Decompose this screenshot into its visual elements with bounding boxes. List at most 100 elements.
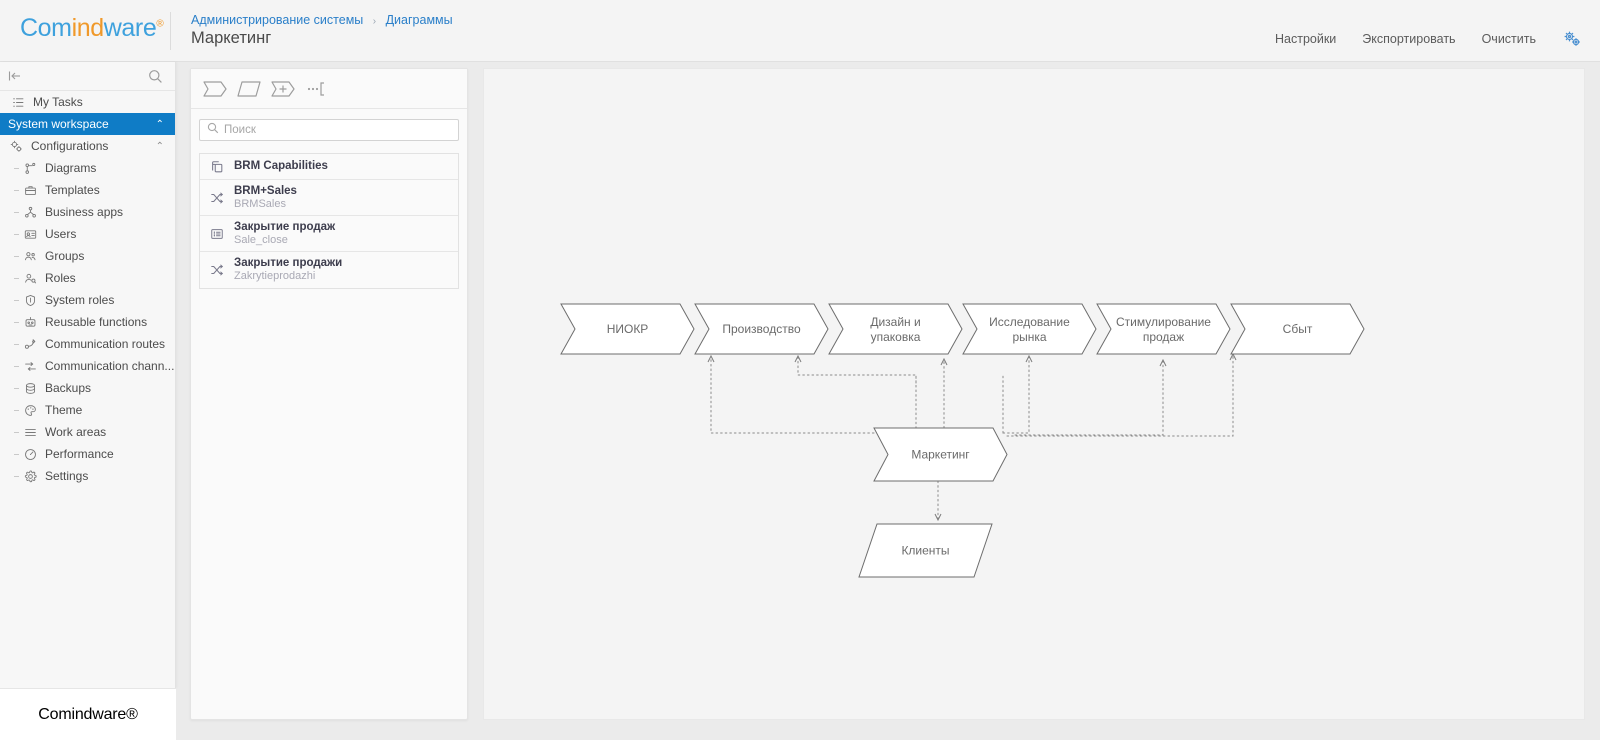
diagram-edge[interactable] (794, 354, 917, 384)
sidebar-item-my-tasks[interactable]: My Tasks (0, 91, 175, 113)
sidebar-item-label: Configurations (31, 139, 109, 153)
sidebar-search-bar (0, 62, 175, 91)
diagram-node[interactable]: Производство (694, 303, 829, 355)
palette-item-title: Закрытие продаж (234, 221, 336, 234)
diagram-edge[interactable] (1006, 352, 1237, 437)
sidebar-item-backups[interactable]: Backups (0, 377, 175, 399)
node-label: Дизайн и (870, 315, 920, 329)
tasks-icon (10, 95, 26, 109)
theme-icon (22, 403, 38, 417)
page-title: Маркетинг (191, 29, 272, 47)
node-label: Клиенты (901, 544, 949, 558)
node-shape (858, 523, 993, 578)
node-label: НИОКР (607, 322, 649, 336)
breadcrumb-current[interactable]: Диаграммы (385, 13, 453, 27)
palette-item-title: BRM Capabilities (234, 160, 328, 173)
node-label: Производство (722, 322, 801, 336)
collapse-left-icon[interactable] (8, 70, 22, 84)
sidebar-item-system-workspace[interactable]: System workspace⌃ (0, 113, 175, 135)
more-tool[interactable] (307, 81, 327, 97)
node-shape (873, 427, 1008, 482)
diagram-svg: НИОКР Производство Дизайн иупаковкаИсследо… (560, 303, 1365, 578)
top-header: Comindware® Администрирование системы › … (0, 0, 1600, 62)
search-input[interactable] (224, 124, 451, 136)
settings-link[interactable]: Настройки (1275, 32, 1337, 46)
sidebar-item-roles[interactable]: Roles (0, 267, 175, 289)
settings-icon (22, 469, 38, 483)
sidebar-item-label: Communication chann... (45, 359, 175, 373)
sidebar-footer: Comindware® (0, 688, 176, 740)
sidebar-item-communication-chann[interactable]: Communication chann... (0, 355, 175, 377)
backups-icon (22, 381, 38, 395)
breadcrumb-parent[interactable]: Администрирование системы (191, 13, 364, 27)
sidebar-item-label: Roles (45, 271, 76, 285)
parallelogram-shape-tool[interactable] (237, 80, 261, 97)
sidebar-item-groups[interactable]: Groups (0, 245, 175, 267)
diagram-edge[interactable] (1002, 354, 1033, 434)
search-icon (207, 121, 219, 139)
sidebar-item-communication-routes[interactable]: Communication routes (0, 333, 175, 355)
sidebar-item-diagrams[interactable]: Diagrams (0, 157, 175, 179)
chevron-up-icon[interactable]: ⌃ (155, 141, 164, 152)
diagram-edge[interactable] (707, 354, 875, 434)
process-icon (208, 191, 226, 205)
diagram-node[interactable]: Сбыт (1230, 303, 1365, 355)
chevron-up-icon[interactable]: ⌃ (155, 119, 164, 130)
sidebar-item-business-apps[interactable]: Business apps (0, 201, 175, 223)
diagram-node[interactable]: Маркетинг (873, 427, 1008, 482)
footer-brand-logo[interactable]: Comindware® (38, 705, 138, 724)
node-label: Маркетинг (911, 448, 970, 462)
sidebar-item-label: Theme (45, 403, 83, 417)
gear-double-icon[interactable] (1562, 30, 1582, 48)
sidebar-item-work-areas[interactable]: Work areas (0, 421, 175, 443)
sidebar-item-settings[interactable]: Settings (0, 465, 175, 487)
footer-logo-part-2: ind (71, 705, 93, 723)
sidebar-item-theme[interactable]: Theme (0, 399, 175, 421)
sidebar-item-performance[interactable]: Performance (0, 443, 175, 465)
palette-search-box[interactable] (199, 119, 459, 141)
process-icon (208, 263, 226, 277)
sidebar-item-label: Templates (45, 183, 100, 197)
footer-logo-part-1: Com (38, 705, 72, 723)
users-icon (22, 227, 38, 241)
diagram-edge[interactable] (1014, 358, 1167, 436)
export-link[interactable]: Экспортировать (1362, 32, 1456, 46)
diagram-nodes: НИОКР Производство Дизайн иупаковкаИсследо… (560, 303, 1365, 578)
chevron-shape-tool[interactable] (203, 80, 227, 97)
palette-item-title: BRM+Sales (234, 185, 297, 197)
configurations-icon (8, 139, 24, 153)
diagram-edges (707, 352, 1237, 522)
diagram-node[interactable]: НИОКР (560, 303, 695, 355)
palette-list-item[interactable]: BRM Capabilities (200, 154, 458, 180)
node-label: Стимулирование (1116, 315, 1211, 329)
sidebar-item-label: Backups (45, 381, 92, 395)
sidebar-item-label: Business apps (45, 205, 124, 219)
sidebar-item-reusable-functions[interactable]: Reusable functions (0, 311, 175, 333)
sidebar-item-system-roles[interactable]: System roles (0, 289, 175, 311)
brand-logo[interactable]: Comindware® (20, 14, 164, 43)
node-label: рынка (1012, 330, 1046, 344)
sidebar-item-users[interactable]: Users (0, 223, 175, 245)
communication-routes-icon (22, 337, 38, 351)
sidebar-item-configurations[interactable]: Configurations ⌃ (0, 135, 175, 157)
search-icon[interactable] (148, 69, 163, 89)
sidebar-item-templates[interactable]: Templates (0, 179, 175, 201)
palette-item-subtitle: Zakrytieprodazhi (234, 270, 316, 283)
palette-search-wrapper (191, 109, 467, 149)
palette-item-subtitle: Sale_close (234, 234, 288, 247)
sidebar-item-label: Diagrams (45, 161, 97, 175)
reusable-functions-icon (22, 315, 38, 329)
copy-icon (208, 160, 226, 174)
diagram-node[interactable]: Клиенты (858, 523, 993, 578)
shape-palette-panel: BRM CapabilitiesBRM+SalesBRMSalesЗакрыти… (190, 68, 468, 720)
clear-link[interactable]: Очистить (1481, 32, 1536, 46)
add-chevron-tool[interactable] (271, 80, 297, 97)
